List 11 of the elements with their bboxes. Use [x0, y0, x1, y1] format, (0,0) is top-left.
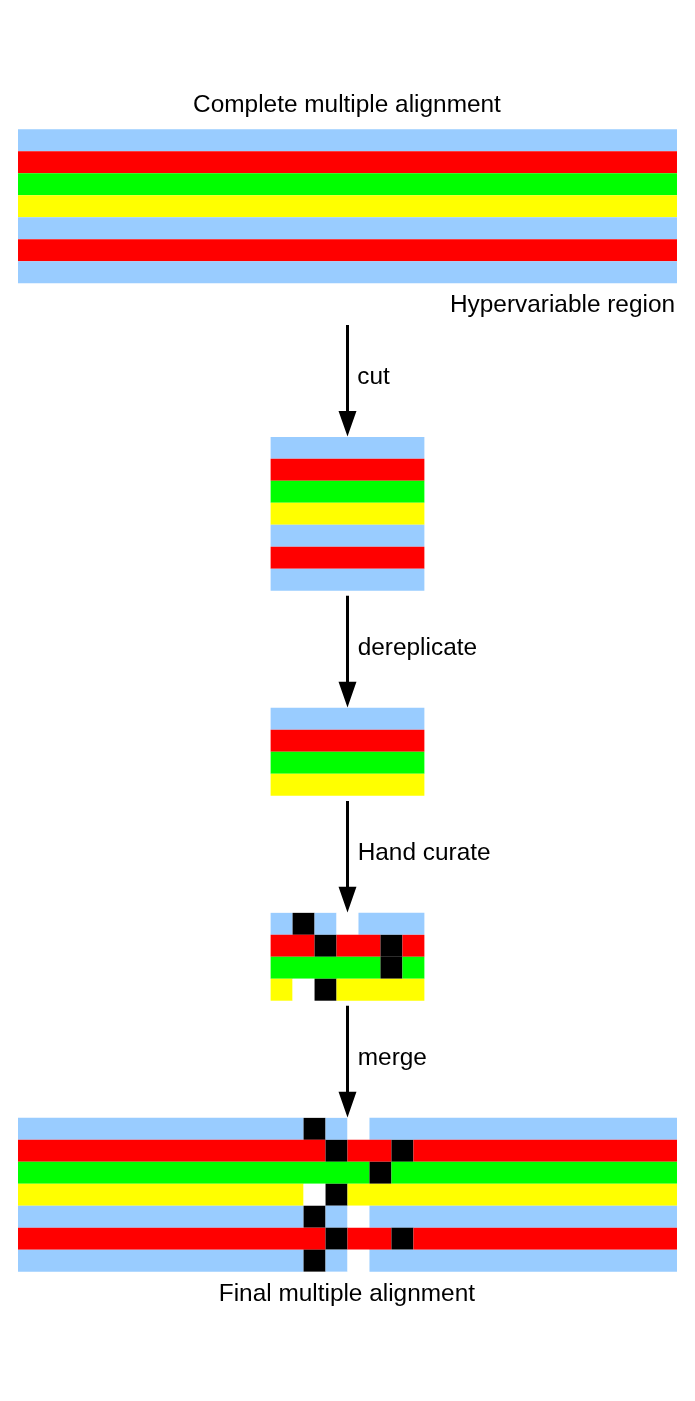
edge-label: dereplicate — [357, 633, 478, 661]
edge-label: cut — [357, 362, 390, 390]
edge-label: Hand curate — [357, 838, 491, 866]
node-label: Final multiple alignment — [218, 1278, 475, 1306]
arrow — [338, 801, 357, 913]
arrow — [338, 595, 357, 708]
arrow — [338, 325, 357, 437]
edge-label: merge — [357, 1043, 427, 1071]
node-label: Hypervariable region — [450, 290, 676, 318]
arrow — [338, 1005, 357, 1118]
node-label: Complete multiple alignment — [193, 90, 501, 118]
